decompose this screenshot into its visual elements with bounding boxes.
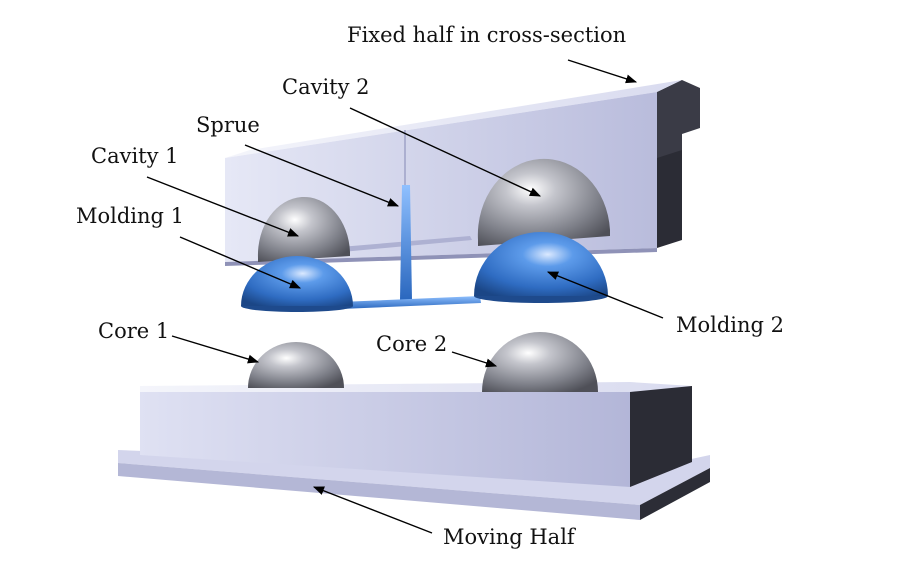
cavity-1 [257, 196, 350, 262]
label-sprue: Sprue [196, 113, 260, 137]
core-1 [248, 342, 344, 388]
sprue-and-runner [340, 185, 481, 309]
moving-half [118, 382, 710, 520]
molding-2 [474, 232, 608, 303]
arrow-cavity-2 [349, 107, 542, 197]
core-2 [482, 332, 598, 392]
label-cavity-1: Cavity 1 [91, 144, 179, 168]
label-moving-half: Moving Half [443, 525, 577, 549]
leader-arrows [146, 59, 664, 534]
arrow-core-2 [451, 351, 498, 368]
cavity-2 [477, 158, 610, 246]
arrow-cavity-1 [146, 176, 300, 237]
arrow-molding-1 [179, 236, 302, 289]
arrow-core-1 [171, 335, 260, 364]
arrow-sprue [244, 144, 400, 207]
label-fixed-half: Fixed half in cross-section [347, 23, 626, 47]
label-molding-1: Molding 1 [76, 204, 184, 228]
label-cavity-2: Cavity 2 [282, 75, 370, 99]
label-core-1: Core 1 [98, 319, 169, 343]
arrow-molding-2 [546, 271, 664, 319]
arrow-fixed-half [567, 59, 638, 84]
label-molding-2: Molding 2 [676, 313, 784, 337]
label-core-2: Core 2 [376, 332, 447, 356]
arrow-moving-half [312, 486, 433, 534]
